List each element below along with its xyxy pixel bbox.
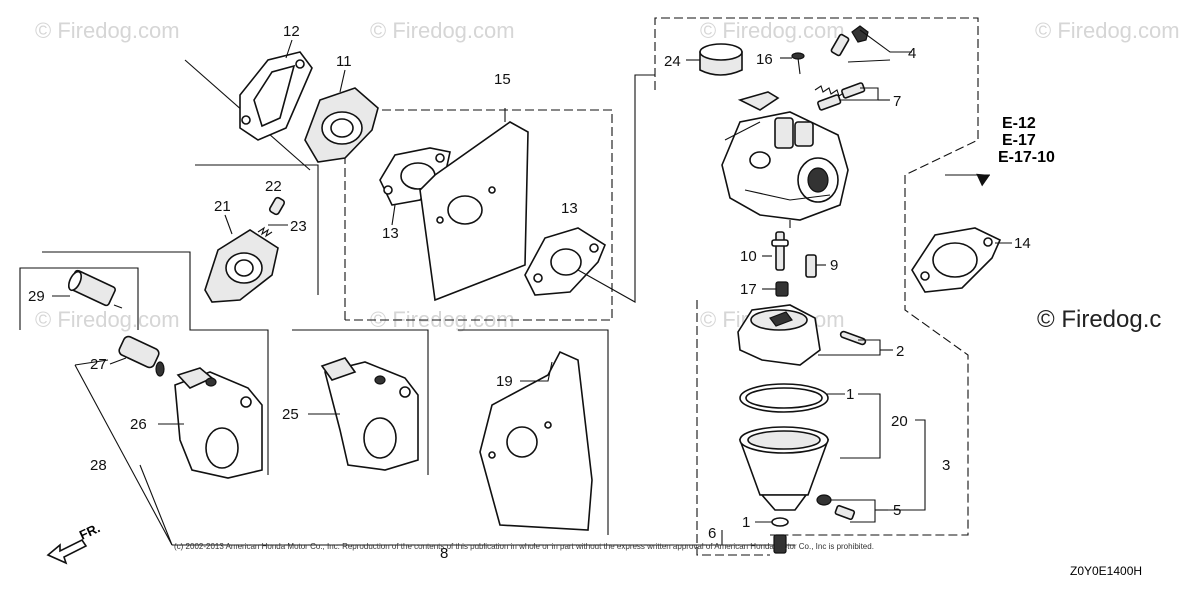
carburetor-assembly-box-2 — [696, 300, 770, 556]
callout-label: 20 — [891, 413, 908, 430]
watermark: © Firedog.com — [35, 307, 180, 332]
carb-body-group-line — [42, 251, 269, 475]
callout-label: 22 — [265, 178, 282, 195]
part-17-bolt — [762, 281, 789, 297]
part-22-pin — [268, 196, 286, 216]
gasket19-group-line — [458, 329, 609, 535]
part-13-gasket-left — [379, 147, 451, 226]
part-10-jet — [762, 231, 789, 271]
gasket-group-box — [344, 109, 613, 321]
watermark: © Firedog.com — [35, 18, 180, 43]
callout-label: 11 — [336, 53, 352, 70]
callout-label: 10 — [740, 248, 757, 265]
callout-label: 27 — [90, 356, 107, 373]
part-2-float — [737, 304, 893, 366]
watermark: © Firedog.com — [700, 18, 845, 43]
carburetor-assembly-box — [654, 17, 979, 536]
part-24-cap — [686, 43, 743, 76]
reference-list: E-12 E-17 E-17-10 — [998, 115, 1055, 166]
reference-label: E-12 — [1002, 115, 1036, 132]
reference-label: E-17-10 — [998, 149, 1055, 166]
diagram-code: Z0Y0E1400H — [1070, 564, 1142, 578]
leader-28 — [74, 364, 173, 546]
strainer-group-line — [19, 267, 139, 330]
callout-label: 24 — [664, 53, 681, 70]
part-26-carb-body — [158, 367, 263, 479]
callout-label: 1 — [742, 514, 750, 531]
callout-labels: 12 11 15 24 16 4 7 22 21 23 13 13 10 9 1… — [28, 23, 1031, 562]
part-7-screws — [817, 82, 890, 111]
part-29-strainer — [52, 269, 123, 309]
carb-body-group-line-2 — [292, 329, 429, 475]
callout-label: 1 — [846, 386, 854, 403]
callout-label: 21 — [214, 198, 231, 215]
part-9-needle — [805, 254, 826, 278]
part-27-jet — [109, 335, 165, 377]
part-6-drain-bolt — [721, 517, 789, 554]
part-11-insulator — [304, 69, 379, 163]
watermark: © Firedog.com — [1035, 18, 1180, 43]
callout-label: 13 — [561, 200, 578, 217]
reference-label: E-17 — [1002, 132, 1036, 149]
callout-label: 7 — [893, 93, 901, 110]
callout-label: 26 — [130, 416, 147, 433]
callout-label: 14 — [1014, 235, 1031, 252]
carburetor-assembly — [721, 91, 849, 228]
callout-label: 4 — [908, 45, 916, 62]
part-23-spring — [257, 224, 288, 238]
copyright-notice: (c) 2002-2013 American Honda Motor Co., … — [174, 542, 874, 551]
callout-label: 25 — [282, 406, 299, 423]
callout-label: 19 — [496, 373, 513, 390]
part-21-insulator — [204, 214, 279, 303]
part-5-bolt — [816, 494, 888, 523]
callout-label: 17 — [740, 281, 757, 298]
callout-label: 3 — [942, 457, 950, 474]
watermark: © Firedog.com — [370, 18, 515, 43]
part-15-plate — [419, 108, 529, 302]
callout-label: 28 — [90, 457, 107, 474]
callout-label: 15 — [494, 71, 511, 88]
callout-label: 5 — [893, 502, 901, 519]
reference-arrow — [945, 173, 990, 187]
part-16-screw — [780, 52, 805, 75]
part-4-screw — [814, 25, 912, 97]
part-1-gasket-ring — [739, 383, 845, 413]
part-19-gasket — [479, 350, 593, 531]
insulator-group-line — [195, 164, 319, 295]
callout-label: 8 — [440, 545, 448, 562]
part-14-gasket — [911, 227, 1012, 293]
callout-label: 6 — [708, 525, 716, 542]
part-13-gasket-right — [524, 74, 655, 303]
watermark-dark: © Firedog.c — [1037, 306, 1161, 333]
front-direction-arrow: FR. — [46, 520, 102, 565]
callout-label: 29 — [28, 288, 45, 305]
leader-lines — [74, 359, 173, 546]
callout-label: 23 — [290, 218, 307, 235]
part-12-gasket — [239, 39, 313, 141]
callout-label: 9 — [830, 257, 838, 274]
part-25-carb-body — [308, 357, 419, 471]
front-direction-label: FR. — [77, 520, 102, 542]
callout-label: 2 — [896, 343, 904, 360]
callout-label: 16 — [756, 51, 773, 68]
callout-label: 13 — [382, 225, 399, 242]
callout-label: 12 — [283, 23, 300, 40]
part-20-float-chamber — [738, 393, 926, 511]
